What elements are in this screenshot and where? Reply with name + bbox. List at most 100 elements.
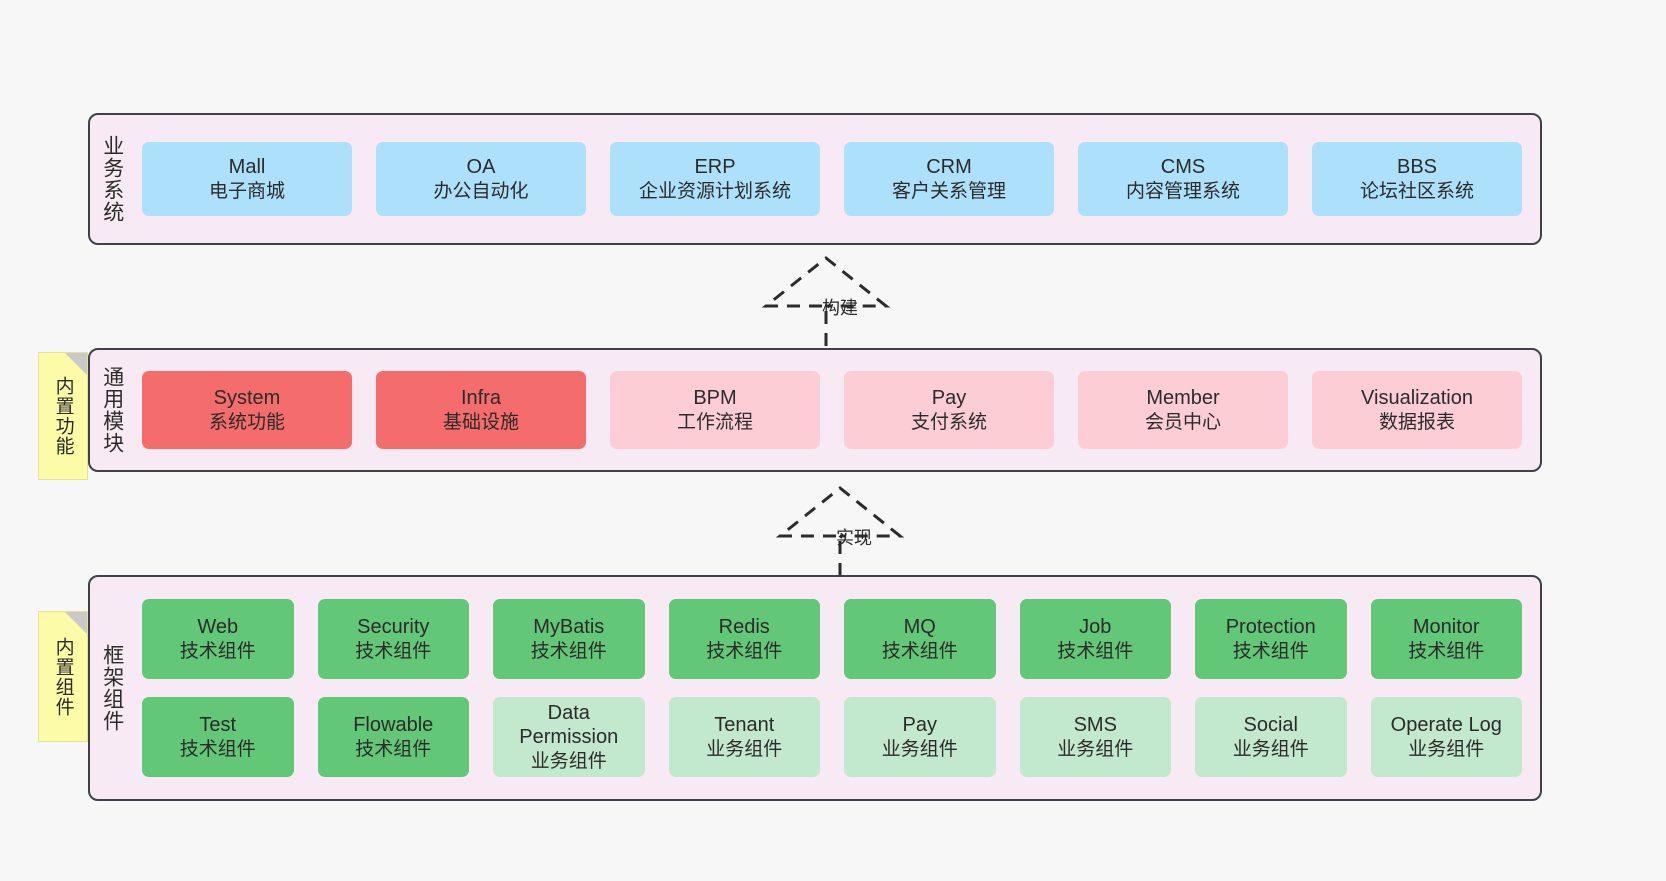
card-oa[interactable]: OA 办公自动化 bbox=[376, 142, 586, 216]
card-title-en: Redis bbox=[718, 616, 770, 639]
layer-common-modules: 通用模块 System 系统功能 Infra 基础设施 BPM 工作流程 Pay… bbox=[88, 348, 1542, 472]
card-title-cn: 技术组件 bbox=[355, 640, 432, 662]
card-title-cn: 技术组件 bbox=[1408, 640, 1485, 662]
layer-framework-title: 框架组件 bbox=[100, 644, 124, 732]
card-system[interactable]: System 系统功能 bbox=[142, 371, 352, 449]
arrow-build-label: 构建 bbox=[822, 298, 858, 318]
card-title-cn: 基础设施 bbox=[442, 411, 519, 433]
layer-business-body: Mall 电子商城 OA 办公自动化 ERP 企业资源计划系统 CRM 客户关系… bbox=[134, 115, 1540, 243]
card-title-cn: 论坛社区系统 bbox=[1359, 180, 1474, 202]
card-title-en: ERP bbox=[694, 156, 736, 179]
card-title-cn: 数据报表 bbox=[1378, 411, 1455, 433]
card-crm[interactable]: CRM 客户关系管理 bbox=[844, 142, 1054, 216]
card-title-cn: 技术组件 bbox=[355, 738, 432, 760]
layer-framework-body: Web 技术组件 Security 技术组件 MyBatis 技术组件 Redi… bbox=[134, 577, 1540, 799]
business-card-row: Mall 电子商城 OA 办公自动化 ERP 企业资源计划系统 CRM 客户关系… bbox=[142, 142, 1522, 216]
card-flowable[interactable]: Flowable 技术组件 bbox=[317, 697, 469, 777]
card-title-en: BPM bbox=[693, 387, 737, 410]
card-title-cn: 业务组件 bbox=[1408, 738, 1485, 760]
card-title-cn: 业务组件 bbox=[706, 738, 783, 760]
card-title-en: System bbox=[213, 387, 281, 410]
note-builtin-components-label: 内置组件 bbox=[52, 636, 74, 717]
card-title-en: Operate Log bbox=[1390, 714, 1502, 737]
card-title-en: Flowable bbox=[353, 714, 434, 737]
card-title-cn: 电子商城 bbox=[208, 180, 285, 202]
card-mq[interactable]: MQ 技术组件 bbox=[844, 599, 996, 679]
arrow-implement-label: 实现 bbox=[836, 528, 872, 548]
framework-card-row-business: Test 技术组件 Flowable 技术组件 Data Permission … bbox=[142, 697, 1522, 777]
card-mybatis[interactable]: MyBatis 技术组件 bbox=[493, 599, 645, 679]
card-title-en: MyBatis bbox=[533, 616, 605, 639]
card-title-cn: 业务组件 bbox=[530, 750, 607, 772]
card-title-cn: 业务组件 bbox=[881, 738, 958, 760]
note-builtin-components: 内置组件 bbox=[38, 611, 88, 742]
card-title-en: Infra bbox=[460, 387, 502, 410]
card-title-en: Member bbox=[1146, 387, 1220, 410]
card-data-permission[interactable]: Data Permission 业务组件 bbox=[493, 697, 645, 777]
card-web[interactable]: Web 技术组件 bbox=[142, 599, 294, 679]
card-monitor[interactable]: Monitor 技术组件 bbox=[1370, 599, 1522, 679]
arrow-implement-path bbox=[775, 486, 905, 576]
card-title-en: Web bbox=[197, 616, 239, 639]
card-title-en: BBS bbox=[1396, 156, 1438, 179]
card-title-en: Tenant bbox=[714, 714, 775, 737]
card-pay-component[interactable]: Pay 业务组件 bbox=[844, 697, 996, 777]
card-social[interactable]: Social 业务组件 bbox=[1195, 697, 1347, 777]
card-title-cn: 业务组件 bbox=[1232, 738, 1309, 760]
arrow-build: 构建 bbox=[756, 256, 956, 348]
card-title-en: MQ bbox=[903, 616, 936, 639]
note-builtin-features: 内置功能 bbox=[38, 352, 88, 480]
card-cms[interactable]: CMS 内容管理系统 bbox=[1078, 142, 1288, 216]
card-title-cn: 技术组件 bbox=[881, 640, 958, 662]
card-title-en: OA bbox=[466, 156, 496, 179]
card-pay-module[interactable]: Pay 支付系统 bbox=[844, 371, 1054, 449]
card-title-cn: 技术组件 bbox=[179, 640, 256, 662]
card-infra[interactable]: Infra 基础设施 bbox=[376, 371, 586, 449]
card-title-en: Job bbox=[1079, 616, 1112, 639]
card-security[interactable]: Security 技术组件 bbox=[317, 599, 469, 679]
card-title-cn: 技术组件 bbox=[530, 640, 607, 662]
card-title-en: Pay bbox=[931, 387, 967, 410]
card-bpm[interactable]: BPM 工作流程 bbox=[610, 371, 820, 449]
card-title-en: Security bbox=[357, 616, 430, 639]
card-tenant[interactable]: Tenant 业务组件 bbox=[668, 697, 820, 777]
card-job[interactable]: Job 技术组件 bbox=[1019, 599, 1171, 679]
card-title-cn: 办公自动化 bbox=[433, 180, 529, 202]
card-title-en: Social bbox=[1243, 714, 1298, 737]
card-title-cn: 技术组件 bbox=[1057, 640, 1134, 662]
layer-business-systems: 业务系统 Mall 电子商城 OA 办公自动化 ERP 企业资源计划系统 CRM… bbox=[88, 113, 1542, 245]
card-title-en: Visualization bbox=[1361, 387, 1473, 410]
card-operate-log[interactable]: Operate Log 业务组件 bbox=[1370, 697, 1522, 777]
arrow-implement: 实现 bbox=[770, 486, 970, 578]
card-title-cn: 业务组件 bbox=[1057, 738, 1134, 760]
framework-card-row-tech: Web 技术组件 Security 技术组件 MyBatis 技术组件 Redi… bbox=[142, 599, 1522, 679]
card-title-en: Monitor bbox=[1412, 616, 1480, 639]
note-builtin-features-label: 内置功能 bbox=[52, 376, 74, 456]
card-title-cn: 客户关系管理 bbox=[891, 180, 1006, 202]
card-mall[interactable]: Mall 电子商城 bbox=[142, 142, 352, 216]
card-member[interactable]: Member 会员中心 bbox=[1078, 371, 1288, 449]
card-redis[interactable]: Redis 技术组件 bbox=[668, 599, 820, 679]
card-title-cn: 技术组件 bbox=[706, 640, 783, 662]
card-bbs[interactable]: BBS 论坛社区系统 bbox=[1312, 142, 1522, 216]
card-title-cn: 技术组件 bbox=[179, 738, 256, 760]
card-sms[interactable]: SMS 业务组件 bbox=[1019, 697, 1171, 777]
card-title-cn: 内容管理系统 bbox=[1125, 180, 1240, 202]
card-title-cn: 企业资源计划系统 bbox=[638, 180, 791, 202]
card-erp[interactable]: ERP 企业资源计划系统 bbox=[610, 142, 820, 216]
card-title-en: SMS bbox=[1073, 714, 1117, 737]
layer-framework-components: 框架组件 Web 技术组件 Security 技术组件 MyBatis 技术组件… bbox=[88, 575, 1542, 801]
layer-common-body: System 系统功能 Infra 基础设施 BPM 工作流程 Pay 支付系统… bbox=[134, 350, 1540, 470]
layer-common-title: 通用模块 bbox=[100, 366, 124, 454]
card-title-cn: 系统功能 bbox=[208, 411, 285, 433]
card-title-en: Pay bbox=[902, 714, 937, 737]
card-visualization[interactable]: Visualization 数据报表 bbox=[1312, 371, 1522, 449]
card-test[interactable]: Test 技术组件 bbox=[142, 697, 294, 777]
card-title-en: Test bbox=[199, 714, 237, 737]
card-title-cn: 技术组件 bbox=[1232, 640, 1309, 662]
card-title-en: Data Permission bbox=[519, 702, 619, 749]
card-protection[interactable]: Protection 技术组件 bbox=[1195, 599, 1347, 679]
card-title-en: CRM bbox=[926, 156, 972, 179]
card-title-cn: 工作流程 bbox=[676, 411, 753, 433]
